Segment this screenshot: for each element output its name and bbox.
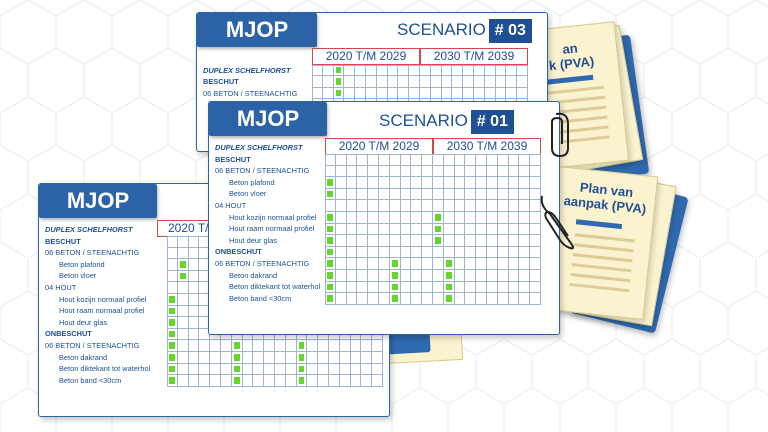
row-label: Hout raam normaal profiel xyxy=(229,224,315,234)
row-label: 04 HOUT xyxy=(45,283,77,292)
maintenance-mark xyxy=(327,225,333,233)
maintenance-mark xyxy=(298,377,305,384)
row-label: DUPLEX SCHELFHORST xyxy=(215,143,303,152)
maintenance-mark xyxy=(327,295,333,302)
maintenance-mark xyxy=(233,377,240,384)
maintenance-mark xyxy=(298,342,305,349)
maintenance-mark xyxy=(327,248,333,256)
row-label: Beton dakrand xyxy=(59,352,108,362)
row-label: Beton dakrand xyxy=(229,270,278,280)
scenario-title: SCENARIO# 01 xyxy=(379,109,514,134)
row-label: Beton diktekant tot waterhol xyxy=(229,282,321,292)
maintenance-mark xyxy=(327,214,333,221)
period-2020-2029: 2020 T/M 2029 xyxy=(325,138,433,155)
paperclip-icon xyxy=(551,112,569,158)
row-label: Beton band <30cm xyxy=(229,293,292,303)
maintenance-mark xyxy=(435,225,441,233)
row-label: Hout kozijn normaal profiel xyxy=(229,212,317,222)
row-label: Beton diktekant tot waterhol xyxy=(59,364,151,374)
paperclip-icon xyxy=(540,195,574,250)
row-label: Hout raam normaal profiel xyxy=(59,306,145,316)
scenario-number: # 03 xyxy=(488,19,532,43)
row-label: Beton vloer xyxy=(229,189,267,199)
row-label: BESCHUT xyxy=(45,236,81,246)
maintenance-mark xyxy=(391,295,398,302)
mjop-badge: MJOP xyxy=(197,13,317,47)
maintenance-mark xyxy=(233,365,240,373)
maintenance-mark xyxy=(391,283,398,291)
maintenance-mark xyxy=(327,237,333,244)
maintenance-mark xyxy=(327,179,333,186)
row-label: 06 BETON / STEENACHTIG xyxy=(45,248,140,258)
row-label: BESCHUT xyxy=(215,154,251,164)
maintenance-mark xyxy=(327,260,333,267)
row-label: Hout deur glas xyxy=(59,317,108,327)
maintenance-mark xyxy=(169,330,175,338)
maintenance-mark xyxy=(298,354,305,361)
maintenance-mark xyxy=(169,296,175,303)
maintenance-mark xyxy=(169,307,175,315)
row-label: 06 BETON / STEENACHTIG xyxy=(215,259,310,268)
row-label: 04 HOUT xyxy=(215,201,247,210)
maintenance-mark xyxy=(169,377,175,384)
maintenance-mark xyxy=(233,354,240,361)
maintenance-mark xyxy=(298,365,305,373)
maintenance-mark xyxy=(327,283,333,291)
maintenance-mark xyxy=(335,78,342,85)
maintenance-mark xyxy=(169,365,175,373)
row-label: Beton band <30cm xyxy=(59,375,122,385)
scenario-title: SCENARIO# 03 xyxy=(397,18,532,43)
maintenance-mark xyxy=(169,342,175,349)
period-2020-2029: 2020 T/M 2029 xyxy=(312,48,420,65)
row-label: ONBESCHUT xyxy=(215,247,262,257)
scenario-number: # 01 xyxy=(470,110,514,134)
maintenance-mark xyxy=(233,342,240,349)
row-label: 06 BETON / STEENACHTIG xyxy=(215,166,310,176)
row-label: BESCHUT xyxy=(203,77,239,87)
row-label: Beton plafond xyxy=(59,259,105,269)
row-label: 06 BETON / STEENACHTIG xyxy=(203,88,298,98)
maintenance-mark xyxy=(435,214,441,221)
row-label: Hout deur glas xyxy=(229,235,278,245)
maintenance-mark xyxy=(335,89,342,96)
maintenance-mark xyxy=(179,261,186,268)
maintenance-mark xyxy=(169,354,175,361)
maintenance-mark xyxy=(435,237,441,244)
mjop-card-scenario-03: MJOP SCENARIO# 03 2020 T/M 2029 2030 T/M… xyxy=(196,12,548,152)
maintenance-mark xyxy=(327,272,333,279)
row-label: Hout kozijn normaal profiel xyxy=(59,294,147,304)
mjop-card-scenario-01: MJOP SCENARIO# 01 2020 T/M 2029 2030 T/M… xyxy=(208,101,560,335)
maintenance-mark xyxy=(391,260,398,267)
period-2030-2039: 2030 T/M 2039 xyxy=(433,138,541,155)
row-label: DUPLEX SCHELFHORST xyxy=(203,66,291,75)
maintenance-mark xyxy=(445,272,452,279)
maintenance-mark xyxy=(445,283,452,291)
row-label: 06 BETON / STEENACHTIG xyxy=(45,341,140,350)
maintenance-mark xyxy=(391,272,398,279)
maintenance-mark xyxy=(335,67,342,74)
maintenance-mark xyxy=(169,319,175,326)
row-label: DUPLEX SCHELFHORST xyxy=(45,225,133,234)
maintenance-mark xyxy=(179,272,186,280)
period-2030-2039: 2030 T/M 2039 xyxy=(420,48,528,65)
mjop-badge: MJOP xyxy=(39,184,157,218)
row-label: Beton vloer xyxy=(59,271,97,281)
row-label: Beton plafond xyxy=(229,177,275,187)
maintenance-mark xyxy=(445,260,452,267)
maintenance-mark xyxy=(445,295,452,302)
maintenance-mark xyxy=(327,190,333,198)
mjop-badge: MJOP xyxy=(209,102,327,136)
row-label: ONBESCHUT xyxy=(45,329,92,339)
